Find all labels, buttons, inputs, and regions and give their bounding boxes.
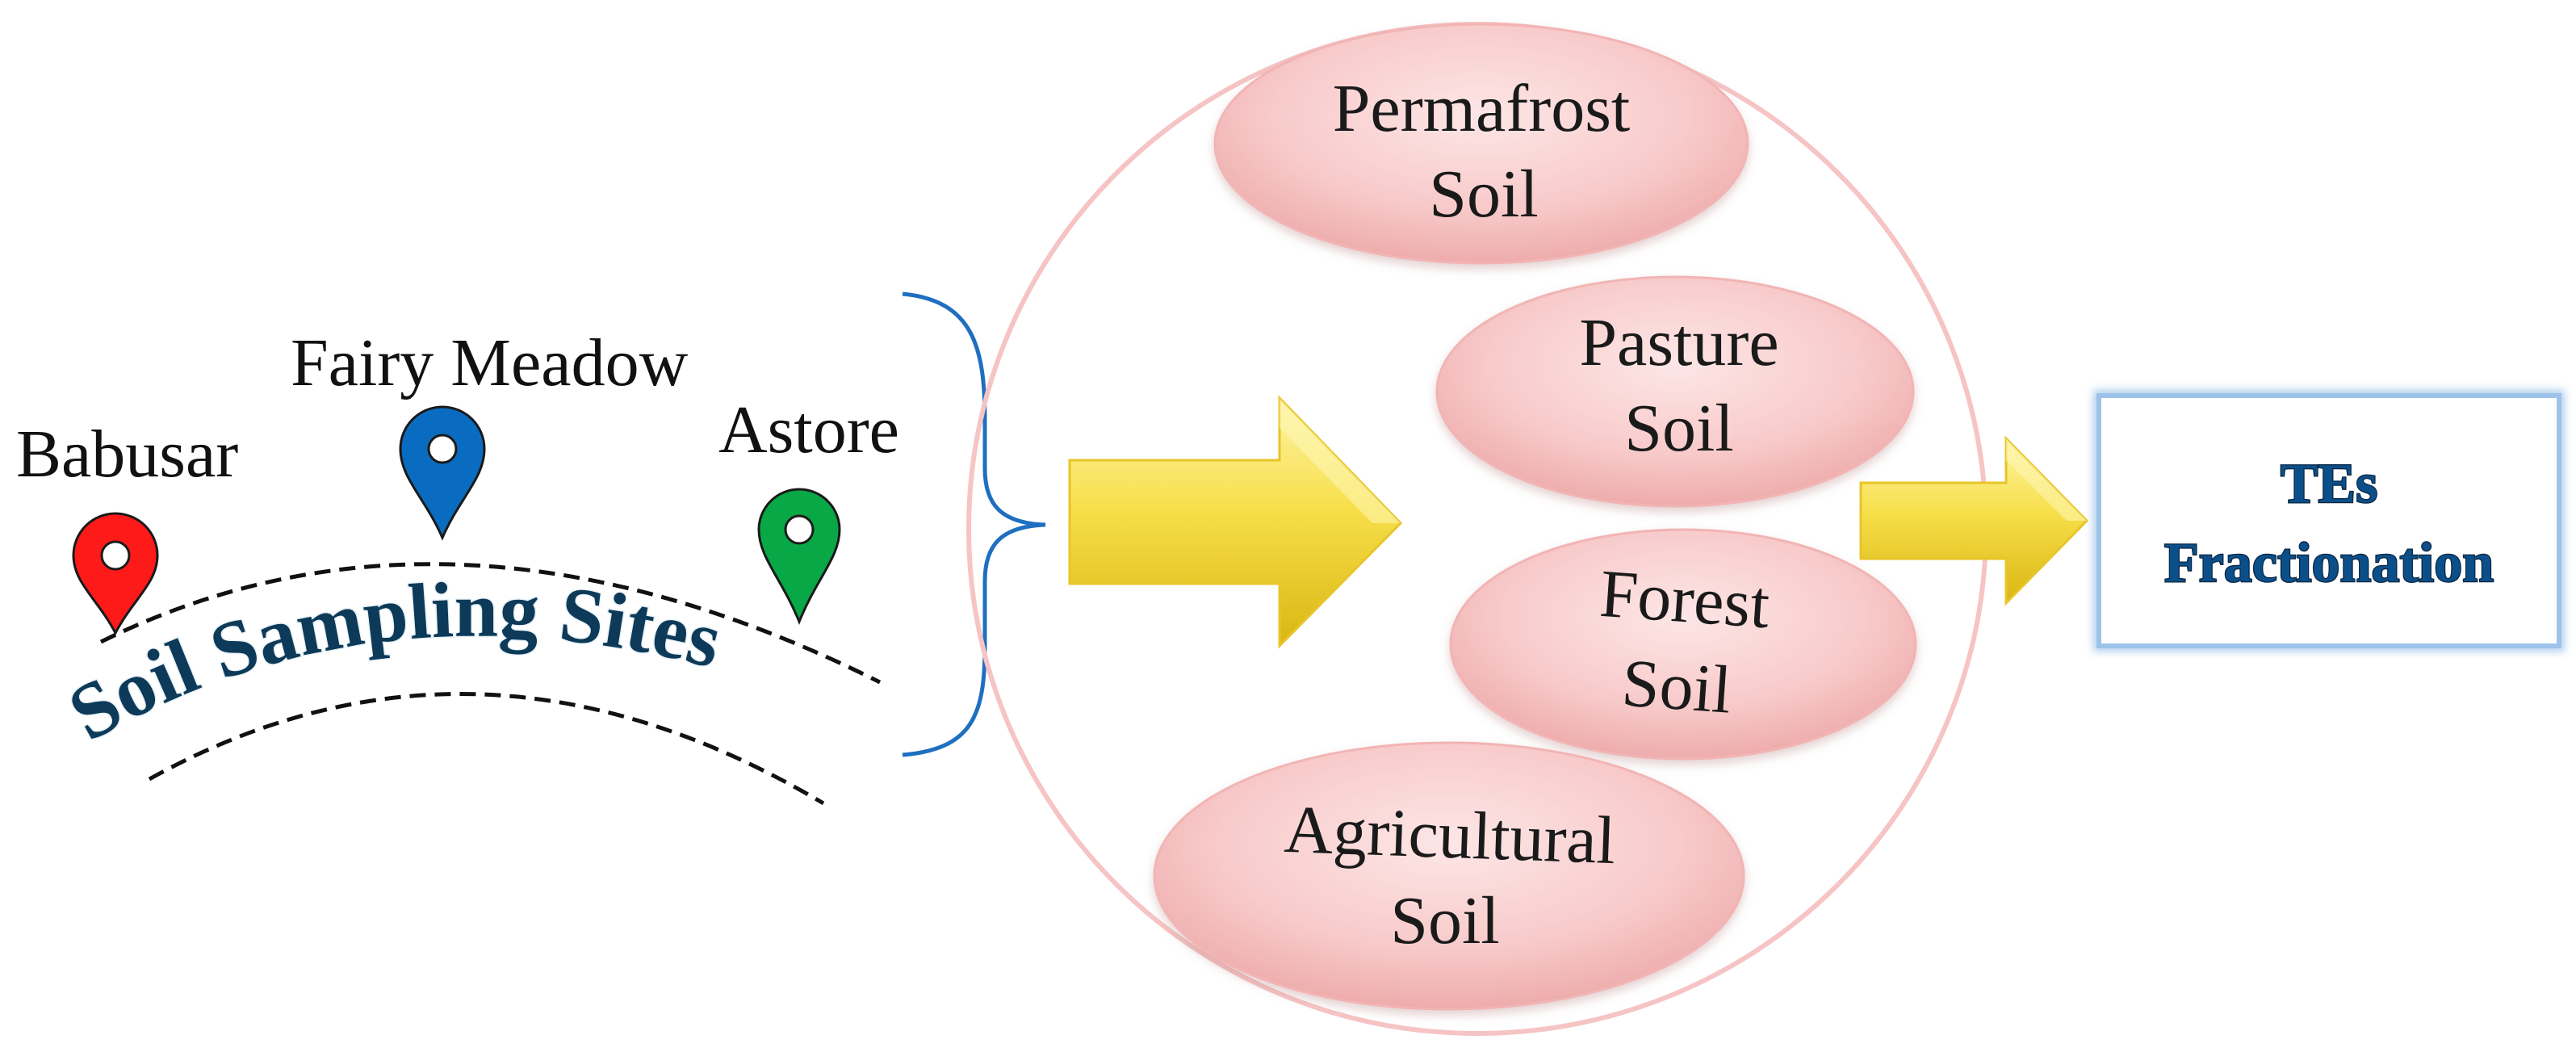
location-pin-icon-babusar xyxy=(72,512,159,636)
soil-type-forest xyxy=(1449,528,1917,761)
soil-label-pasture-line1: Pasture xyxy=(1579,305,1778,380)
soil-label-agricultural-line2: Soil xyxy=(1390,883,1499,958)
soil-type-permafrost xyxy=(1213,23,1749,265)
result-label-line2: Fractionation xyxy=(2164,532,2494,594)
soil-label-forest-line1: Forest xyxy=(1598,556,1772,643)
site-label-fairy-meadow: Fairy Meadow xyxy=(291,325,689,400)
result-label-line1: TEs xyxy=(2281,453,2378,515)
result-box xyxy=(2093,390,2565,652)
soil-type-pasture xyxy=(1435,275,1915,508)
sampling-sites-panel: Babusar Fairy Meadow Astore Soil Samplin… xyxy=(16,325,899,806)
arrow-to-fractionation xyxy=(1859,435,2089,606)
soil-label-agricultural-line1: Agricultural xyxy=(1283,792,1617,878)
curly-brace xyxy=(902,291,1046,757)
soil-label-pasture-line2: Soil xyxy=(1624,391,1733,466)
soil-label-permafrost-line2: Soil xyxy=(1429,157,1538,232)
location-pin-icon-astore xyxy=(757,488,841,625)
upper-dashed-arc xyxy=(99,562,882,685)
soil-label-permafrost-line1: Permafrost xyxy=(1333,71,1631,146)
soil-type-agricultural xyxy=(1153,741,1745,1011)
site-label-astore: Astore xyxy=(718,392,899,467)
site-label-babusar: Babusar xyxy=(16,417,238,492)
soil-sampling-sites-title: Soil Sampling Sites xyxy=(55,567,730,758)
soil-label-forest-line2: Soil xyxy=(1619,645,1734,727)
location-pin-icon-fairy-meadow xyxy=(399,405,486,541)
arrow-to-soil-types xyxy=(1068,395,1403,649)
lower-dashed-arc xyxy=(148,692,825,806)
